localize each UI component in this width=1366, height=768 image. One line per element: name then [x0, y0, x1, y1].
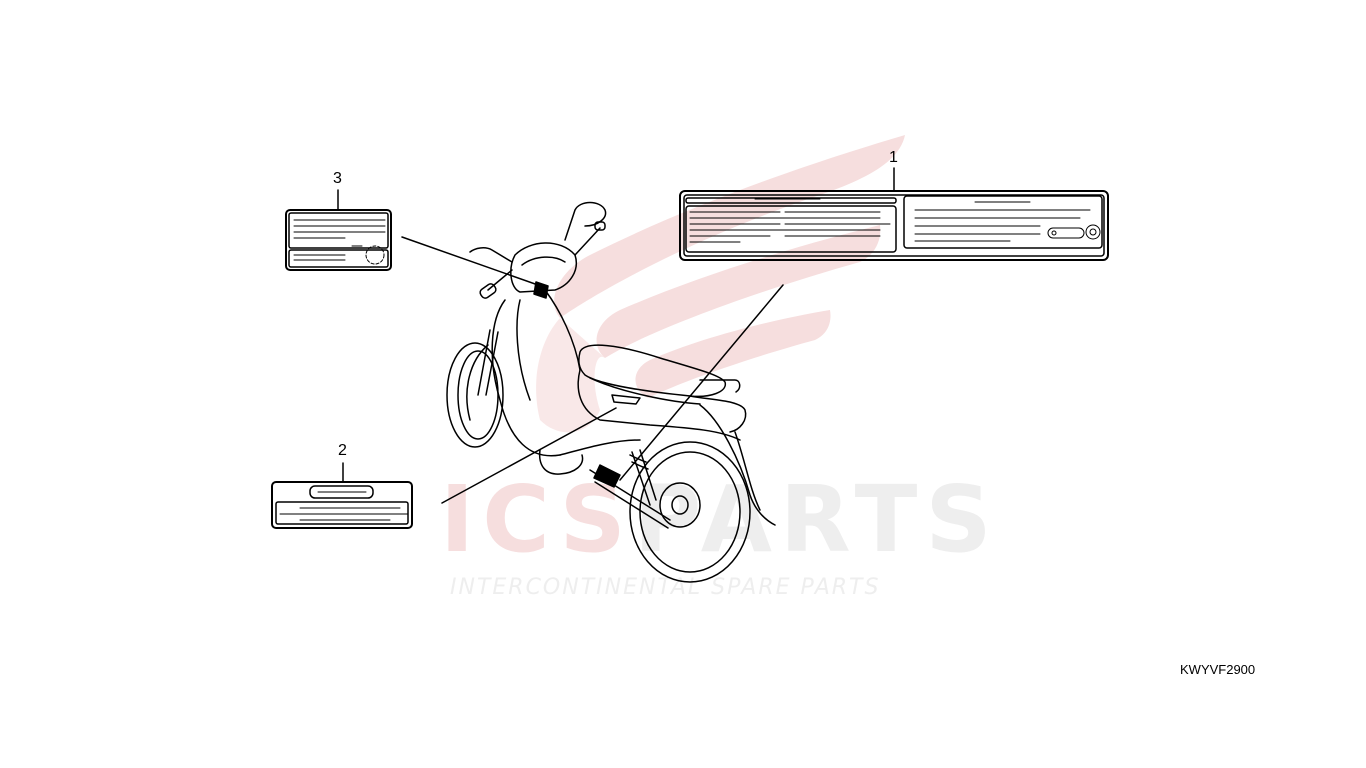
callout-number-2: 2: [338, 442, 347, 459]
leader-line-label-2-to-bike: [441, 407, 617, 504]
leader-line-label-3-to-bike: [401, 236, 539, 286]
label-part-2: [271, 481, 413, 529]
watermark-subtitle: INTERCONTINENTAL SPARE PARTS: [450, 575, 881, 600]
callout-number-1: 1: [889, 149, 898, 166]
diagram-code: KWYVF2900: [1180, 662, 1256, 677]
watermark-brand-text: ICSPARTS: [440, 470, 1000, 570]
motorcycle-illustration: [446, 201, 776, 583]
wing-logo-icon: [536, 135, 905, 433]
watermark-brand-grey: PARTS: [633, 466, 1000, 573]
watermark-brand-red: ICS: [440, 466, 634, 573]
label-part-3: [285, 209, 392, 271]
callout-number-3: 3: [333, 170, 342, 187]
leader-line-label-1-to-bike: [619, 284, 784, 481]
label-part-1: [679, 190, 1109, 261]
